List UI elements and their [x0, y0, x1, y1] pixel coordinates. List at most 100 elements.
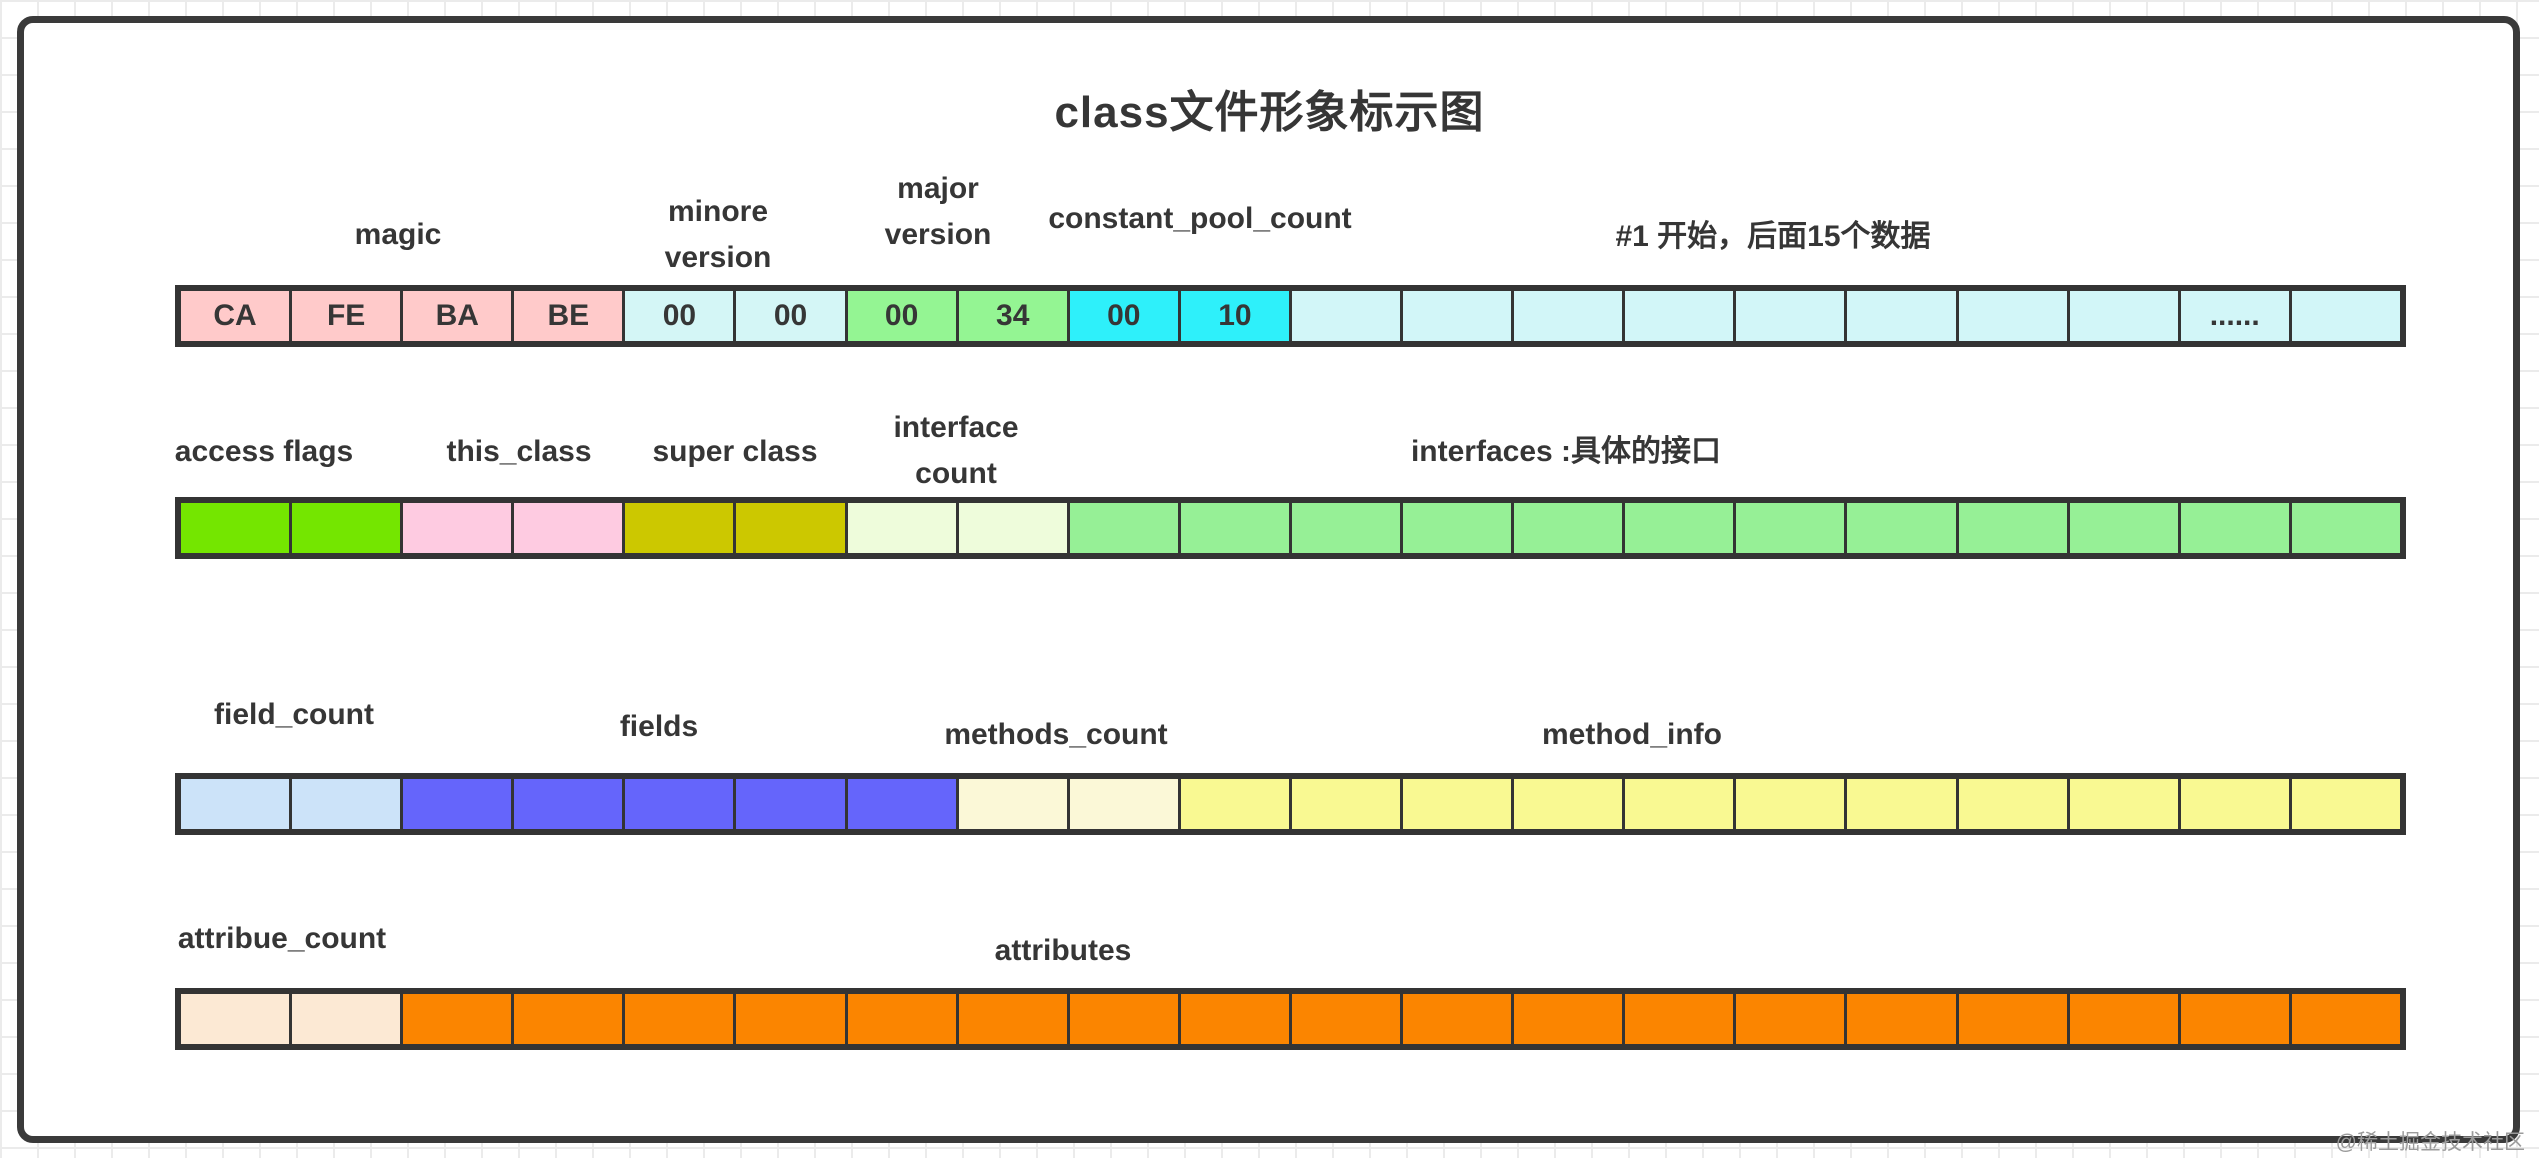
cell-this-class: [403, 503, 515, 553]
cell-method-info: [1514, 779, 1626, 829]
cell-constant-pool: [1291, 291, 1404, 341]
class-info-row: [175, 497, 2406, 559]
label-constant-pool-note: #1 开始，后面15个数据: [1615, 220, 1931, 253]
label-this-class: this_class: [446, 435, 592, 468]
cell-interfaces: [1625, 503, 1737, 553]
fields-methods-row: [175, 773, 2406, 835]
label-major-version: major version: [884, 172, 992, 251]
cell-interfaces: [1291, 503, 1404, 553]
cell-attributes: [1514, 994, 1626, 1044]
cell-constant-pool: [2291, 291, 2400, 341]
cell-method-info: [1403, 779, 1515, 829]
cell-interfaces: [1069, 503, 1181, 553]
label-field-count: field_count: [213, 698, 375, 731]
label-method-info: method_info: [1542, 718, 1722, 751]
cell-method-info: [1180, 779, 1292, 829]
cell-major-version: 34: [958, 291, 1070, 341]
cell-attributes: [1180, 994, 1292, 1044]
cell-access-flags: [292, 503, 404, 553]
cell-major-version: 00: [847, 291, 959, 341]
cell-constant-pool-count: 10: [1180, 291, 1292, 341]
cell-constant-pool: [1736, 291, 1848, 341]
cell-minor-version: 00: [736, 291, 848, 341]
cell-magic: BA: [403, 291, 515, 341]
cell-method-info: [2069, 779, 2181, 829]
cell-attributes: [958, 994, 1070, 1044]
label-attribute-count: attribue_count: [177, 922, 387, 955]
cell-attributes: [2291, 994, 2400, 1044]
cell-constant-pool: ......: [2180, 291, 2292, 341]
cell-attribute-count: [292, 994, 404, 1044]
cell-constant-pool: [1514, 291, 1626, 341]
cell-fields: [403, 779, 515, 829]
cell-constant-pool: [1958, 291, 2070, 341]
cell-attributes: [847, 994, 959, 1044]
label-attributes: attributes: [994, 934, 1132, 967]
cell-constant-pool: [1625, 291, 1737, 341]
cell-interfaces: [1736, 503, 1848, 553]
cell-magic: BE: [514, 291, 626, 341]
cell-attributes: [1291, 994, 1404, 1044]
whiteboard-frame: [17, 16, 2520, 1143]
diagram-title: class文件形象标示图: [1054, 88, 1485, 137]
cell-constant-pool: [1847, 291, 1959, 341]
cell-interfaces: [1514, 503, 1626, 553]
cell-method-info: [1736, 779, 1848, 829]
cell-attributes: [736, 994, 848, 1044]
cell-super-class: [736, 503, 848, 553]
cell-interface-count: [958, 503, 1070, 553]
cell-attributes: [514, 994, 626, 1044]
cell-minor-version: 00: [625, 291, 737, 341]
cell-this-class: [514, 503, 626, 553]
cell-method-info: [1958, 779, 2070, 829]
cell-magic: FE: [292, 291, 404, 341]
cell-access-flags: [181, 503, 293, 553]
label-magic: magic: [354, 218, 442, 251]
cell-method-info: [1291, 779, 1404, 829]
cell-method-info: [1625, 779, 1737, 829]
cell-attributes: [1403, 994, 1515, 1044]
cell-fields: [625, 779, 737, 829]
cell-field-count: [181, 779, 293, 829]
cell-interfaces: [1847, 503, 1959, 553]
cell-attributes: [1958, 994, 2070, 1044]
cell-magic: CA: [181, 291, 293, 341]
cell-interfaces: [2069, 503, 2181, 553]
cell-method-info: [2180, 779, 2292, 829]
label-constant-pool-count: constant_pool_count: [1048, 202, 1352, 235]
cell-method-info: [1847, 779, 1959, 829]
label-interfaces: interfaces :具体的接口: [1410, 435, 1722, 468]
label-super-class: super class: [652, 435, 818, 468]
label-minor-version: minore version: [664, 195, 772, 274]
attributes-row: [175, 988, 2406, 1050]
cell-methods-count: [1069, 779, 1181, 829]
cell-interfaces: [2291, 503, 2400, 553]
cell-method-info: [2291, 779, 2400, 829]
cell-attributes: [1069, 994, 1181, 1044]
label-methods-count: methods_count: [944, 718, 1168, 751]
cell-constant-pool: [2069, 291, 2181, 341]
cell-attributes: [1847, 994, 1959, 1044]
cell-attributes: [1736, 994, 1848, 1044]
label-interface-count: interface count: [893, 411, 1019, 490]
cell-attributes: [2069, 994, 2181, 1044]
cell-super-class: [625, 503, 737, 553]
cell-attributes: [2180, 994, 2292, 1044]
cell-constant-pool-count: 00: [1069, 291, 1181, 341]
cell-interfaces: [1958, 503, 2070, 553]
cell-interface-count: [847, 503, 959, 553]
cell-interfaces: [2180, 503, 2292, 553]
cell-attributes: [625, 994, 737, 1044]
cell-fields: [514, 779, 626, 829]
cell-interfaces: [1403, 503, 1515, 553]
cell-attribute-count: [181, 994, 293, 1044]
cell-constant-pool: [1403, 291, 1515, 341]
watermark: @稀土掘金技术社区: [2335, 1131, 2525, 1154]
cell-attributes: [403, 994, 515, 1044]
cell-interfaces: [1180, 503, 1292, 553]
cell-fields: [847, 779, 959, 829]
cell-field-count: [292, 779, 404, 829]
cell-methods-count: [958, 779, 1070, 829]
